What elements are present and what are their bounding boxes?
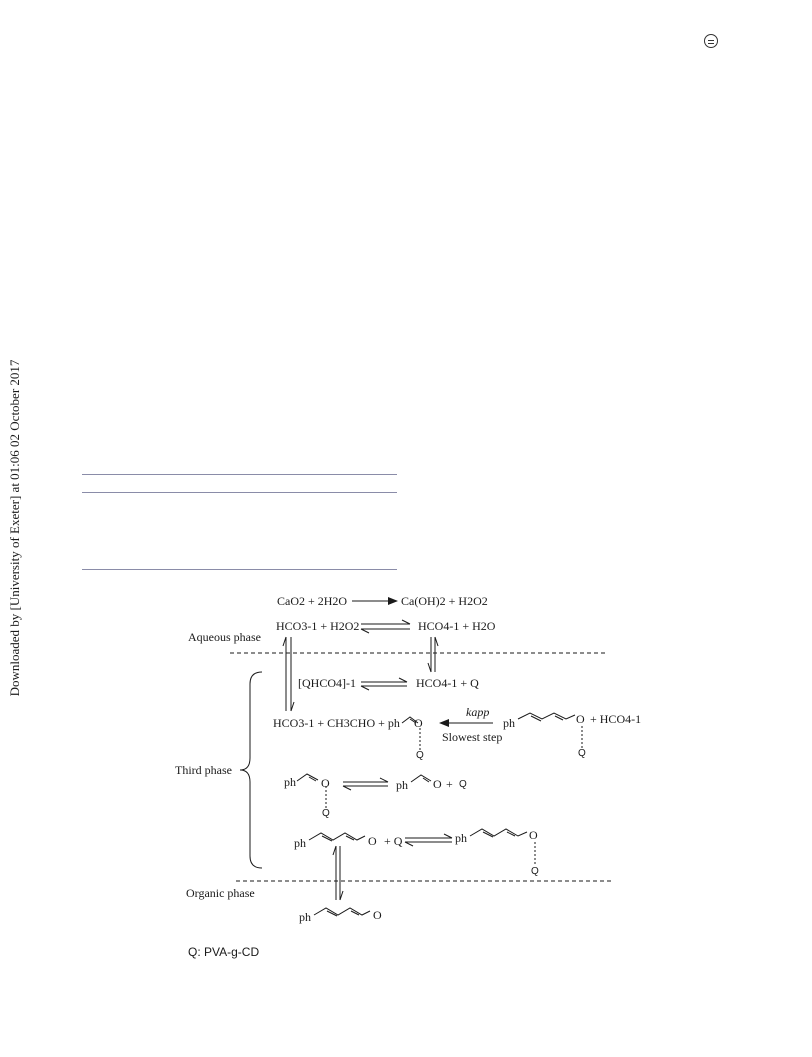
legend-q: Q: PVA-g-CD	[188, 945, 260, 959]
atom-q-3: Q	[322, 808, 330, 819]
slowest-step-label: Slowest step	[442, 730, 503, 744]
rate-constant: kapp	[466, 705, 490, 719]
atom-ph-2: ph	[284, 775, 296, 789]
atom-o-3: O	[321, 776, 330, 790]
atom-o-6: O	[529, 828, 538, 842]
eq2-products: HCO4-1 + H2O	[418, 619, 496, 633]
eq1-reactants: CaO2 + 2H2O	[277, 594, 348, 608]
eq4-reactant-suffix: + HCO4-1	[590, 712, 642, 726]
atom-ph-3: ph	[396, 778, 408, 792]
third-phase-label: Third phase	[175, 763, 232, 777]
eq1-products: Ca(OH)2 + H2O2	[401, 594, 488, 608]
atom-q-4: Q	[459, 779, 467, 790]
atom-q-2: Q	[578, 748, 586, 759]
aqueous-phase-label: Aqueous phase	[188, 630, 261, 644]
atom-o-4: O	[433, 777, 442, 791]
eq4-products: HCO3-1 + CH3CHO + ph	[273, 716, 400, 730]
atom-q-1: Q	[416, 750, 424, 761]
atom-o-1: O	[414, 716, 423, 730]
atom-o-7: O	[373, 908, 382, 922]
third-phase-brace	[239, 671, 263, 869]
table-rule-top	[82, 474, 397, 475]
plus-q: + Q	[384, 834, 403, 848]
organic-phase-label: Organic phase	[186, 886, 255, 900]
atom-ph-5: ph	[455, 831, 467, 845]
atom-o-2: O	[576, 712, 585, 726]
atom-ph-1: ph	[503, 716, 515, 730]
atom-q-5: Q	[531, 866, 539, 877]
eq2-reactants: HCO3-1 + H2O2	[276, 619, 360, 633]
plus-1: +	[446, 777, 453, 791]
atom-ph-6: ph	[299, 910, 311, 924]
open-access-icon	[704, 34, 718, 48]
atom-ph-4: ph	[294, 836, 306, 850]
eq3-reactant: [QHCO4]-1	[298, 676, 356, 690]
table-rule-mid	[82, 492, 397, 493]
atom-o-5: O	[368, 834, 377, 848]
eq3-products: HCO4-1 + Q	[416, 676, 479, 690]
table-rule-bottom	[82, 569, 397, 570]
